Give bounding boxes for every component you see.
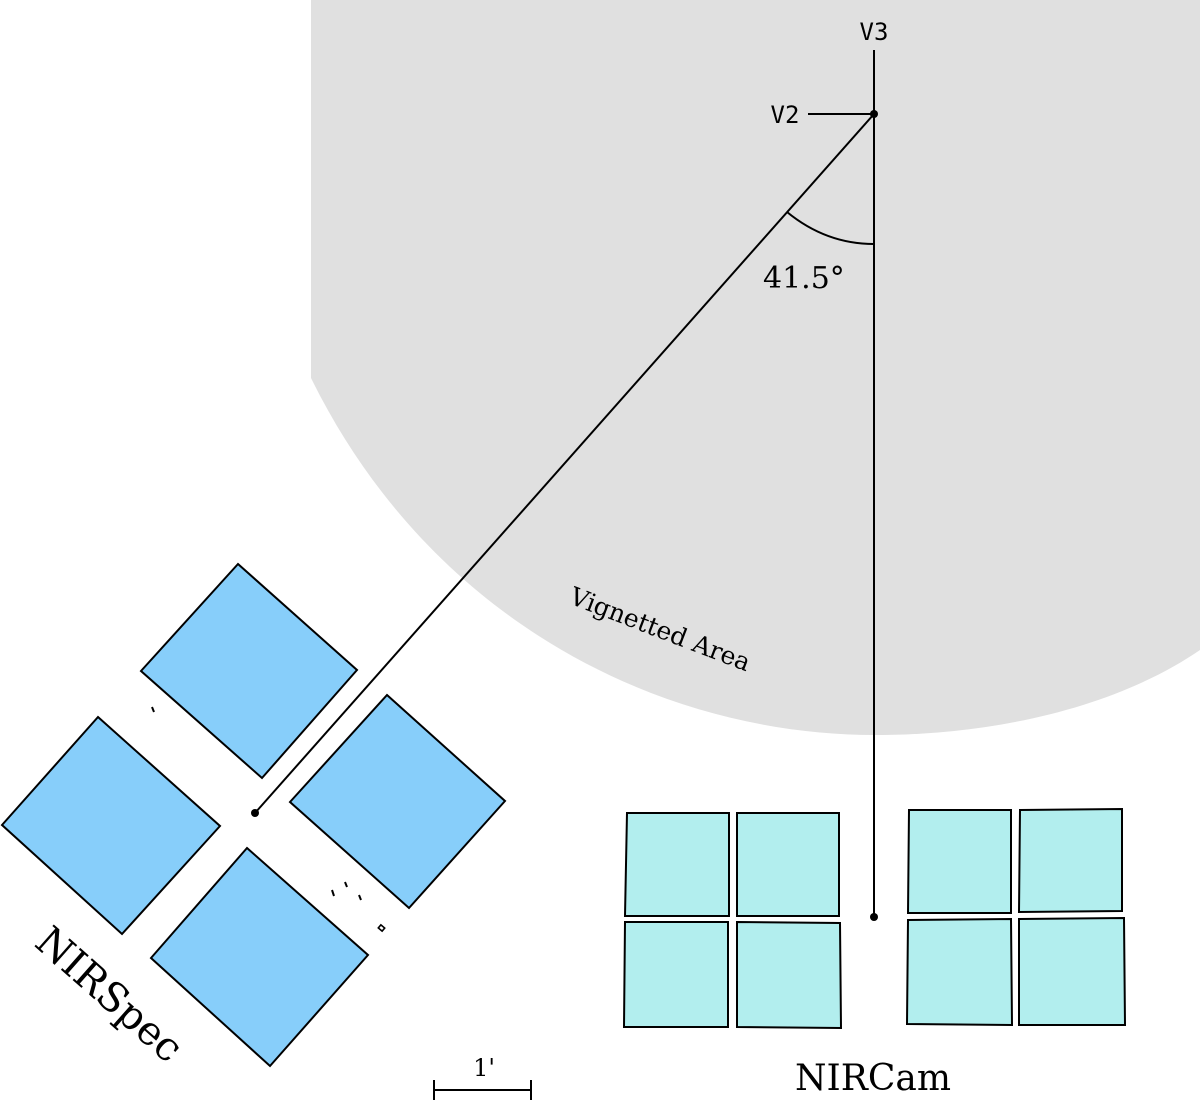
scale-bar-label: 1' (473, 1054, 495, 1082)
nircam-center-point (870, 913, 878, 921)
nirspec-quadrant-bottom (149, 846, 370, 1068)
nirspec-center-point (251, 809, 259, 817)
nirspec-quadrant-left (0, 715, 222, 936)
nirspec-slit-mark (151, 706, 155, 713)
nirspec-slit-mark (358, 894, 362, 901)
scale-bar (433, 1080, 532, 1100)
nirspec-fixed-slits (151, 706, 386, 933)
nircam-detector-a4 (736, 920, 843, 1030)
nirspec-slit-mark (331, 889, 335, 897)
nircam-detector-b1 (906, 809, 1012, 914)
angle-label: 41.5° (763, 261, 845, 296)
nircam-detector-b3 (905, 917, 1014, 1027)
nircam-label: NIRCam (795, 1058, 951, 1099)
nircam-detector-array (622, 807, 1127, 1030)
nircam-detector-a3 (622, 921, 729, 1028)
nirspec-detector-array (0, 562, 507, 1068)
nirspec-slit-mark (344, 881, 348, 888)
nircam-detector-a2 (736, 812, 840, 917)
nirspec-quadrant-top (139, 562, 359, 780)
nirspec-reference-line (254, 113, 875, 814)
v2-axis-label: V2 (771, 101, 800, 129)
nircam-detector-b2 (1017, 807, 1123, 914)
vignetted-area-region (311, 0, 1200, 735)
nircam-detector-a1 (623, 812, 730, 917)
angle-arc (786, 211, 875, 245)
nirspec-quadrant-right (288, 693, 507, 910)
v3-axis-label: V3 (860, 18, 889, 46)
nirspec-ifu-mark (377, 923, 386, 933)
nircam-detector-b4 (1018, 916, 1127, 1026)
